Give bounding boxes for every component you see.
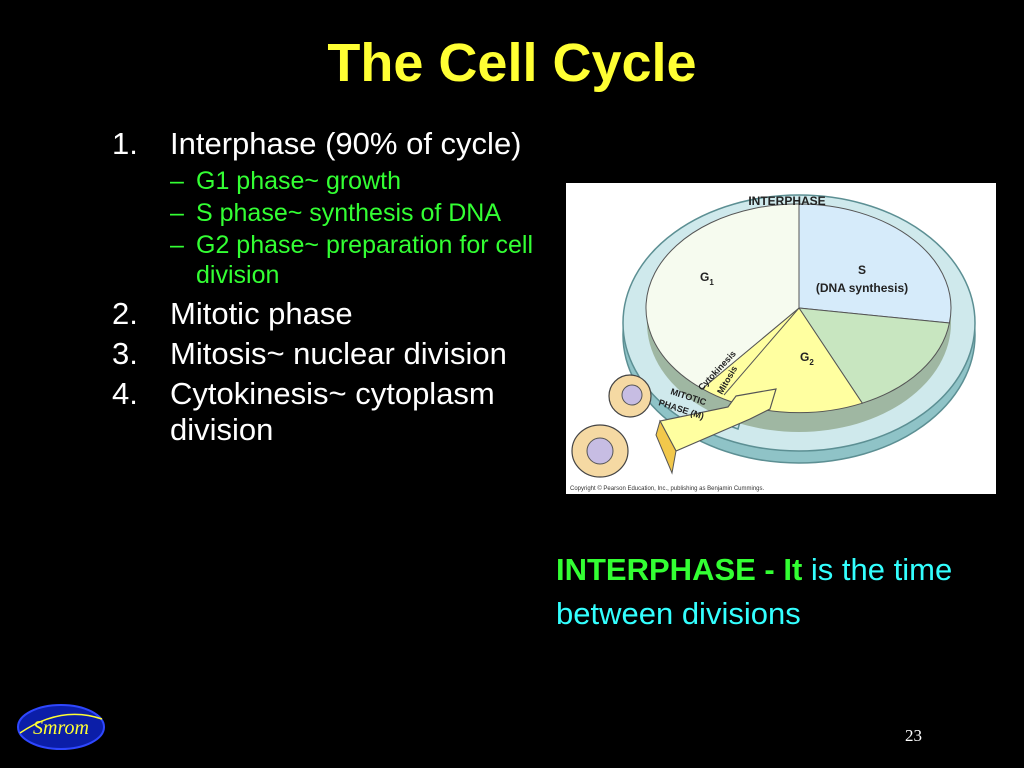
sub-text: S phase~ synthesis of DNA [196,199,502,227]
ring-label: INTERPHASE [748,194,825,208]
logo-ellipse [17,704,105,750]
wedge-divider [723,307,800,396]
sub-dash: – [170,167,184,195]
list-item: 4. Cytokinesis~ cytoplasm division [112,376,542,448]
item-text: Cytokinesis~ cytoplasm division [170,376,495,447]
g2-subscript: 2 [809,358,814,367]
caption-bold: INTERPHASE - It [556,552,803,587]
item-text: Interphase (90% of cycle) [170,126,522,161]
caption-rest: is the time between divisions [556,552,953,631]
sublist: – G1 phase~ growth – S phase~ synthesis … [170,166,542,290]
slide-title: The Cell Cycle [327,33,697,93]
s-detail: (DNA synthesis) [816,281,908,295]
logo-text: Smrom [33,717,89,739]
list-item: 1. Interphase (90% of cycle) [112,126,542,162]
item-text: Mitosis~ nuclear division [170,336,507,371]
sub-dash: – [170,199,184,227]
logo: Smrom [16,703,106,756]
item-number: 1. [112,126,138,161]
list-item: 2. Mitotic phase [112,296,542,332]
cell-cycle-svg: INTERPHASE G1 S (DNA synthesis) G2 Cytok… [570,194,976,492]
g2-letter: G [800,350,809,364]
copyright-text: Copyright © Pearson Education, Inc., pub… [570,485,765,492]
list-item: 3. Mitosis~ nuclear division [112,336,542,372]
item-number: 4. [112,376,138,411]
cell-2-nucleus [586,437,614,465]
logo-svg: Smrom [17,704,105,750]
page-number: 23 [905,726,922,745]
sub-item: – S phase~ synthesis of DNA [170,198,542,228]
sub-dash: – [170,231,184,259]
g1-subscript: 1 [709,278,714,287]
sub-item: – G2 phase~ preparation for cell divisio… [170,230,542,290]
cell-1-nucleus [621,384,643,406]
g1-label: G1 [700,270,714,287]
s-label: S [858,263,866,277]
g2-phase-sector [797,307,951,404]
sub-item: – G1 phase~ growth [170,166,542,196]
sub-text: G1 phase~ growth [196,167,401,195]
g1-letter: G [700,270,709,284]
s-phase-sector [798,203,952,324]
mitotic-phase-sector [701,307,864,414]
g2-label: G2 [800,350,814,367]
sub-text: G2 phase~ preparation for cell division [196,231,534,289]
mitotic-arrow-side [655,419,677,475]
item-text: Mitotic phase [170,296,353,331]
logo-swoosh [19,713,103,734]
cell-cycle-diagram: INTERPHASE G1 S (DNA synthesis) G2 Cytok… [566,183,996,494]
interphase-caption: INTERPHASE - It is the time between divi… [556,548,996,636]
g1-phase-sector [645,203,800,390]
item-number: 3. [112,336,138,371]
item-number: 2. [112,296,138,331]
mitotic-arrow [659,388,777,452]
outline-list: 1. Interphase (90% of cycle) – G1 phase~… [112,126,542,452]
